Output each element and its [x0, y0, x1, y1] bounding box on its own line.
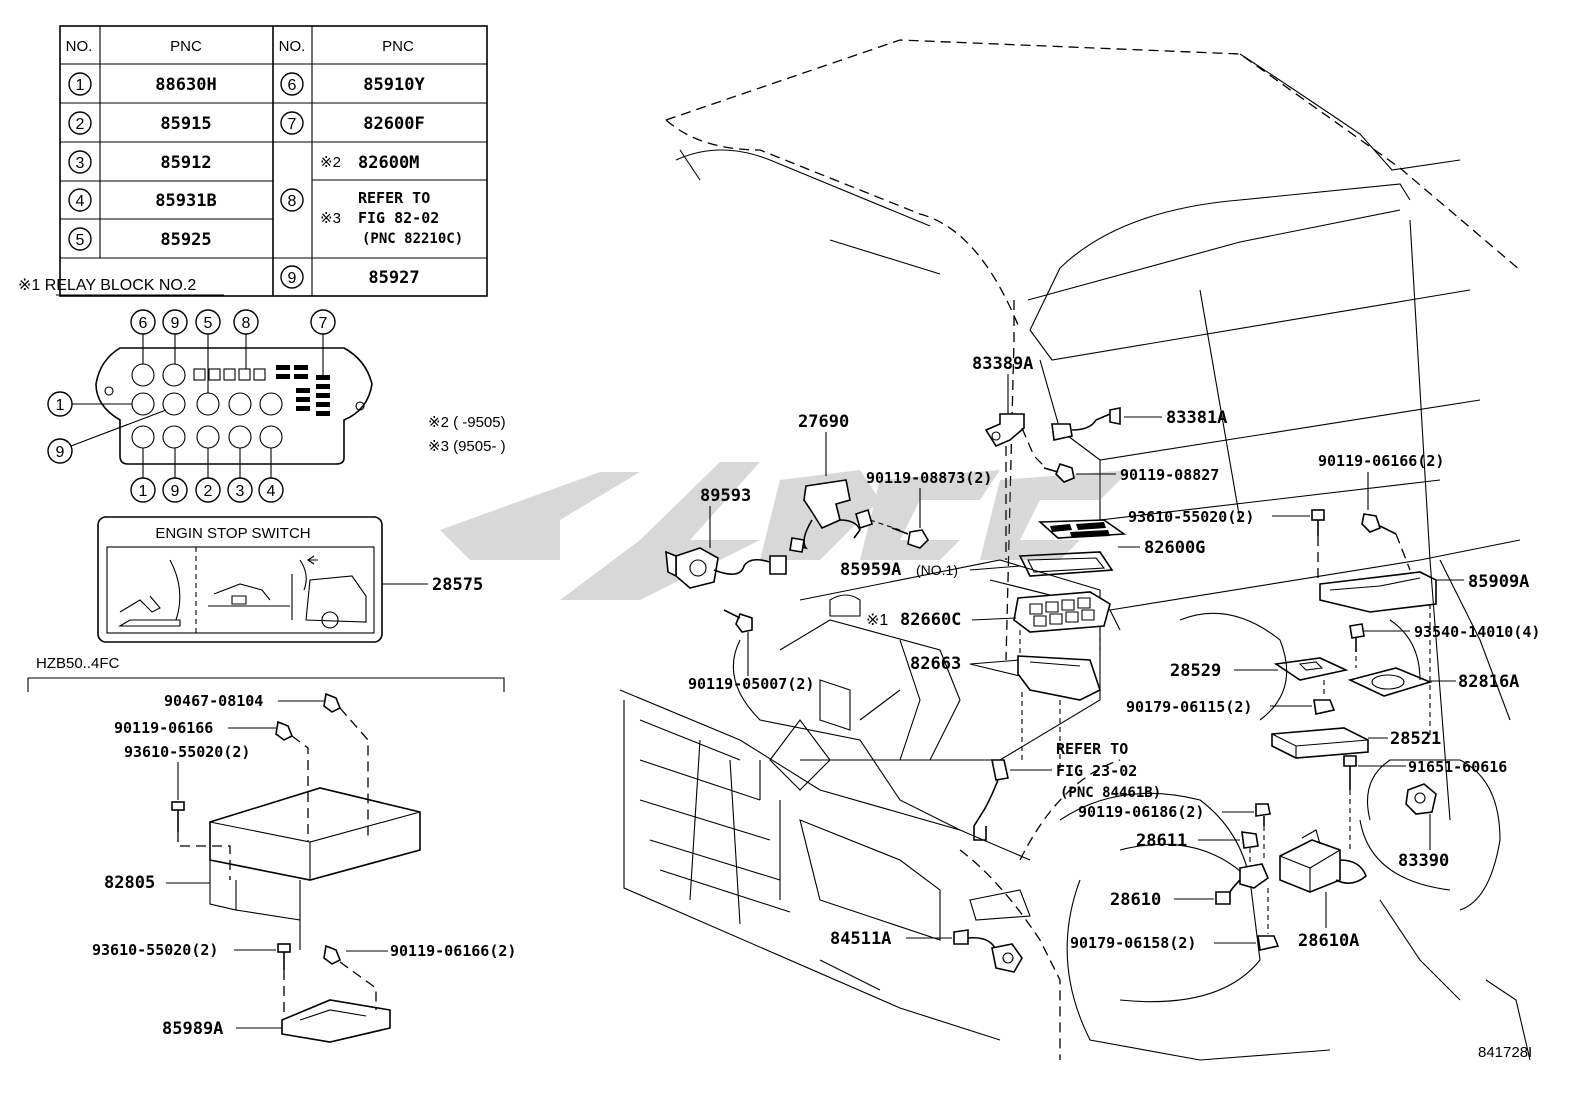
relay-callout: 7: [319, 315, 328, 332]
note-option-3: ※3 (9505- ): [428, 438, 506, 455]
label-90119-06166-right: 90119-06166(2): [1318, 452, 1444, 470]
table-row-pnc: 82600M: [358, 153, 419, 173]
table-row-pnc: 85915: [160, 114, 211, 134]
table-row-no: 6: [288, 77, 297, 94]
relay-callout: 1: [139, 483, 148, 500]
relay-block: ※1 RELAY BLOCK NO.2: [18, 277, 373, 503]
table-row-pnc: 85910Y: [363, 75, 425, 95]
label-82663: 82663: [910, 654, 961, 674]
table-ref-text: (PNC 82210C): [362, 231, 463, 247]
relay-callout: 5: [204, 315, 213, 332]
relay-callout: 8: [242, 315, 251, 332]
label-90119-08827: 90119-08827: [1120, 466, 1219, 484]
main-callouts: 83389A 83381A 90119-08827 27690 90119-08…: [665, 354, 1540, 973]
relay-callout: 9: [171, 483, 180, 500]
vehicle-body-outline: [619, 39, 1531, 1061]
label-90119-08873: 90119-08873(2): [866, 469, 992, 487]
hzb-group-title: HZB50..4FC: [36, 655, 120, 672]
label-28575: 28575: [432, 575, 483, 595]
label-90119-06186: 90119-06186(2): [1078, 803, 1204, 821]
table-row-pnc: 85925: [160, 230, 211, 250]
ref-text: REFER TO: [1056, 740, 1128, 758]
label-28611: 28611: [1136, 831, 1187, 851]
table-row-pnc: 82600F: [363, 114, 424, 134]
label-84511A: 84511A: [830, 929, 891, 949]
label-27690: 27690: [798, 412, 849, 432]
label-82660C-mark: ※1: [866, 612, 888, 629]
label-82805: 82805: [104, 873, 155, 893]
label-85989A: 85989A: [162, 1019, 223, 1039]
label-82600G: 82600G: [1144, 538, 1205, 558]
label-83389A: 83389A: [972, 354, 1033, 374]
table-header-pnc-1: PNC: [170, 38, 202, 55]
label-28521: 28521: [1390, 729, 1441, 749]
label-28529: 28529: [1170, 661, 1221, 681]
label-90119-06166-2: 90119-06166(2): [390, 942, 516, 960]
label-93540-14010: 93540-14010(4): [1414, 623, 1540, 641]
table-row-no: 9: [288, 270, 297, 287]
relay-callout: 9: [171, 315, 180, 332]
label-90467-08104: 90467-08104: [164, 692, 263, 710]
pnc-table: NO. PNC NO. PNC 1 88630H 2 85915 3 85912…: [59, 25, 488, 297]
label-28610: 28610: [1110, 890, 1161, 910]
label-93610-55020-top: 93610-55020(2): [124, 743, 250, 761]
table-option-mark: ※2: [320, 154, 341, 171]
table-row-pnc: 85912: [160, 153, 211, 173]
ref-text: FIG 23-02: [1056, 762, 1137, 780]
label-90119-05007: 90119-05007(2): [688, 675, 814, 693]
engine-stop-title: ENGIN STOP SWITCH: [155, 525, 310, 542]
label-91651-60616: 91651-60616: [1408, 758, 1507, 776]
relay-block-title: ※1 RELAY BLOCK NO.2: [18, 277, 196, 294]
table-header-pnc-2: PNC: [382, 38, 414, 55]
note-option-2: ※2 ( -9505): [428, 414, 506, 431]
label-85909A: 85909A: [1468, 572, 1529, 592]
relay-callout: 3: [236, 483, 245, 500]
label-93610-55020-right: 93610-55020(2): [1128, 508, 1254, 526]
table-row-no: 3: [76, 155, 85, 172]
table-row-no: 7: [288, 116, 297, 133]
table-row-no: 8: [288, 193, 297, 210]
label-83390: 83390: [1398, 851, 1449, 871]
table-row-no: 2: [76, 116, 85, 133]
label-85959A-note: (NO.1): [916, 562, 958, 578]
label-83381A: 83381A: [1166, 408, 1227, 428]
label-93610-55020-bottom: 93610-55020(2): [92, 941, 218, 959]
ref-text: (PNC 84461B): [1060, 785, 1161, 801]
relay-callout: 2: [204, 483, 213, 500]
table-row-pnc: 88630H: [155, 75, 216, 95]
label-82660C: 82660C: [900, 610, 961, 630]
table-row-no: 1: [76, 77, 85, 94]
label-90179-06115: 90179-06115(2): [1126, 698, 1252, 716]
table-header-no-2: NO.: [279, 38, 306, 55]
table-header-no-1: NO.: [66, 38, 93, 55]
label-90119-06166: 90119-06166: [114, 719, 213, 737]
table-option-mark: ※3: [320, 210, 341, 227]
table-row-no: 5: [76, 232, 85, 249]
relay-callout: 9: [56, 444, 65, 461]
table-ref-text: REFER TO: [358, 189, 430, 207]
relay-callout: 4: [267, 483, 276, 500]
relay-callout: 6: [139, 315, 148, 332]
label-82816A: 82816A: [1458, 672, 1519, 692]
drawing-id: 841728I: [1478, 1044, 1532, 1061]
table-row-pnc: 85931B: [155, 191, 216, 211]
hzb-group: HZB50..4FC 90467-08104 90119-06166 93610…: [27, 655, 516, 1043]
label-85959A: 85959A: [840, 560, 901, 580]
label-89593: 89593: [700, 486, 751, 506]
table-ref-text: FIG 82-02: [358, 209, 439, 227]
table-row-no: 4: [76, 193, 85, 210]
engine-stop-switch-label: ENGIN STOP SWITCH 28575: [97, 516, 483, 643]
relay-callout: 1: [56, 397, 65, 414]
table-row-pnc: 85927: [368, 268, 419, 288]
label-28610A: 28610A: [1298, 931, 1359, 951]
watermark-logo: [440, 462, 1130, 600]
label-90179-06158: 90179-06158(2): [1070, 934, 1196, 952]
